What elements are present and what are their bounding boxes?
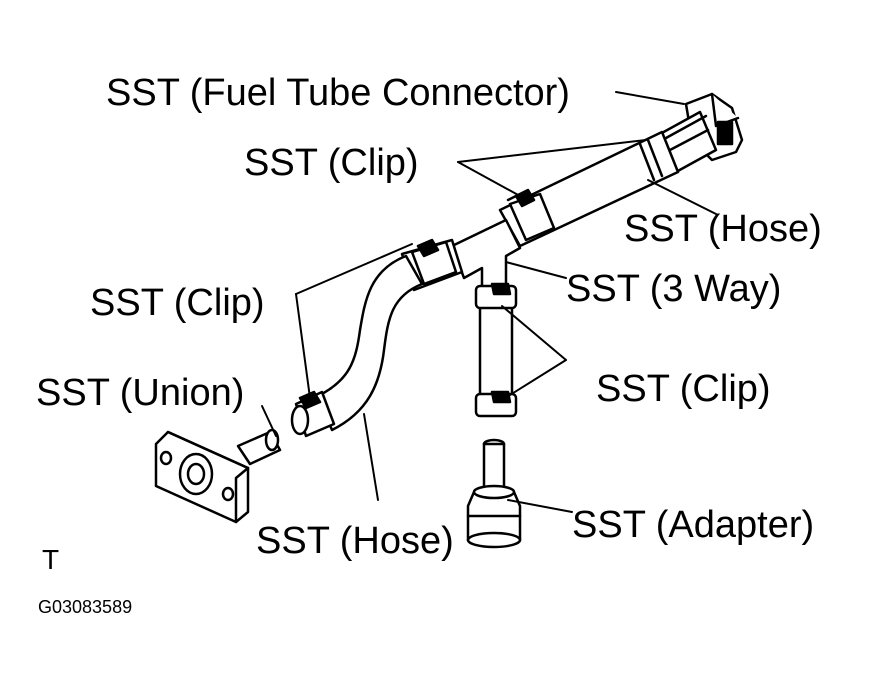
label-hose-bottom: SST (Hose): [256, 520, 454, 562]
corner-mark: T: [42, 544, 60, 575]
label-three-way: SST (3 Way): [566, 268, 782, 310]
label-union: SST (Union): [36, 372, 245, 414]
figure-code: G03083589: [38, 597, 133, 617]
label-hose-right: SST (Hose): [624, 208, 822, 250]
label-adapter: SST (Adapter): [572, 504, 815, 546]
fuel-tube-connector-part: [658, 92, 744, 174]
leader-lines: [261, 91, 717, 513]
three-way-part: [450, 218, 522, 298]
union-part: [154, 428, 282, 524]
adapter-part: [466, 438, 522, 549]
label-clip-right: SST (Clip): [596, 368, 771, 410]
clip-top-part: [506, 188, 556, 242]
clip-vertical-lower: [474, 390, 518, 418]
label-fuel-tube-connector: SST (Fuel Tube Connector): [106, 72, 570, 114]
clip-left-upper-part: [410, 238, 458, 286]
label-clip-top: SST (Clip): [244, 142, 419, 184]
clip-vertical-upper: [474, 282, 518, 310]
clip-left-lower-part: [290, 390, 336, 438]
hose-bottom-part: [316, 254, 424, 432]
label-clip-left: SST (Clip): [90, 282, 265, 324]
